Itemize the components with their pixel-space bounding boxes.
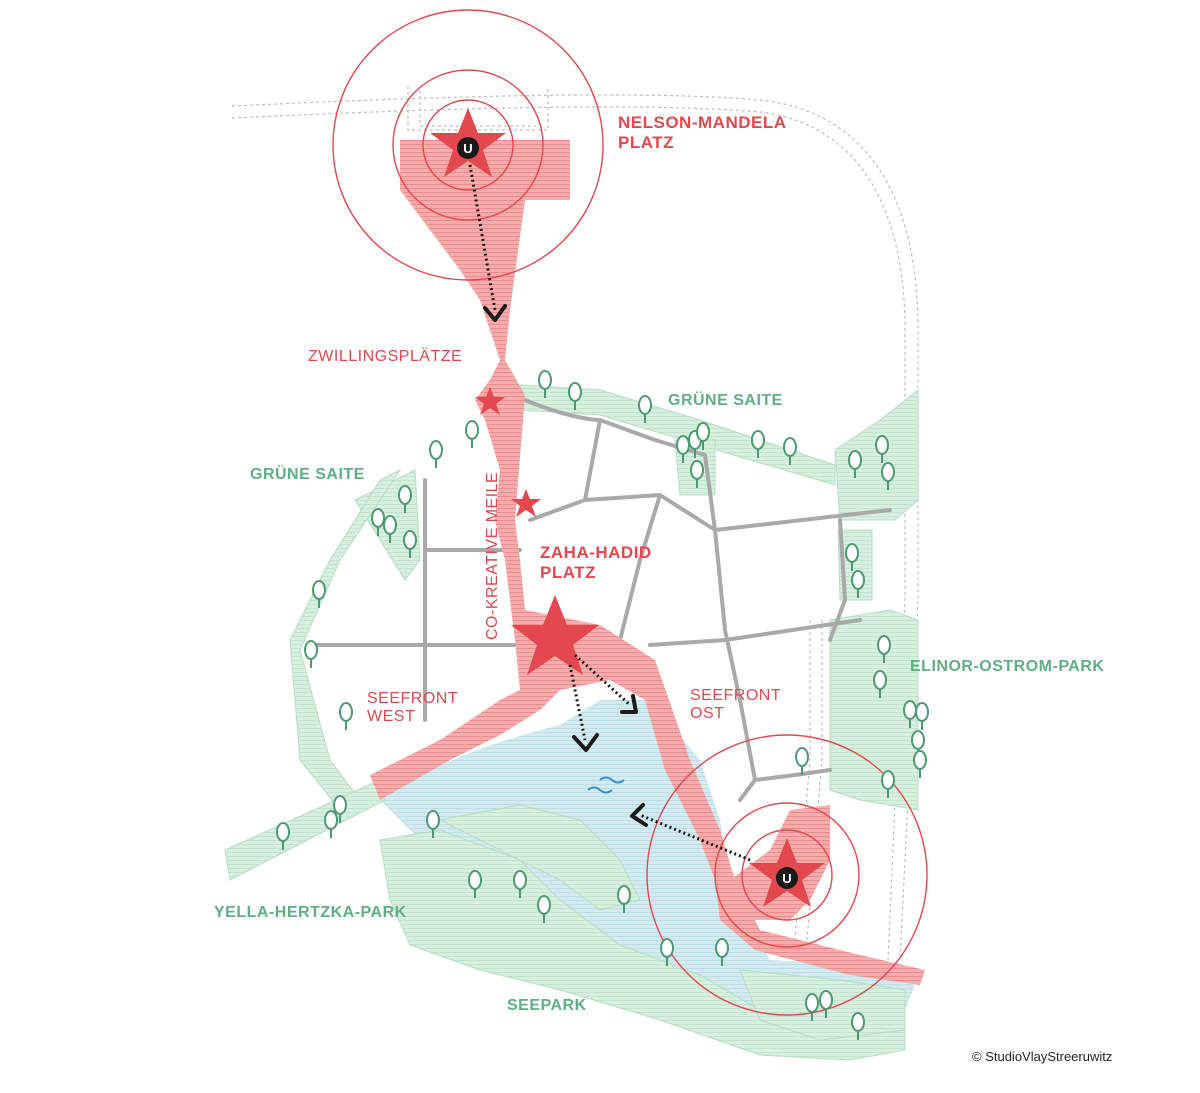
tree-icon: [638, 395, 652, 423]
water-wave-icon: [587, 776, 625, 794]
ubahn-label: U: [463, 141, 472, 156]
street-network: [308, 398, 892, 802]
railway-lines: [231, 86, 919, 1001]
tree-icon: [324, 810, 338, 838]
arrow-icon: [468, 164, 751, 862]
tree-icon: [851, 1012, 865, 1040]
tree-icon: [537, 895, 551, 923]
label-line: SEEFRONT: [367, 690, 459, 707]
star-icon: [475, 387, 505, 415]
arrow-heads: [483, 304, 648, 827]
tree-icon: [429, 440, 443, 468]
catchment-circles-nelson-mandela: [332, 9, 604, 281]
label-line: PLATZ: [618, 132, 675, 152]
trees: [276, 370, 929, 1040]
tree-icon: [339, 702, 353, 730]
tree-icon: [783, 437, 797, 465]
tree-icon: [877, 635, 891, 663]
tree-icon: [915, 702, 929, 730]
tree-icon: [513, 870, 527, 898]
label-line: SEEFRONT: [690, 687, 782, 704]
star-icon: [511, 595, 599, 675]
label-gruene-saite-east: GRÜNE SAITE: [668, 392, 783, 409]
tree-icon: [819, 990, 833, 1018]
label-line: PLATZ: [540, 562, 597, 582]
copyright-credit: © StudioVlayStreeruwitz: [972, 1049, 1113, 1064]
label-zwillingsplaetze: ZWILLINGSPLÄTZE: [308, 348, 463, 365]
tree-icon: [276, 822, 290, 850]
label-line: NELSON-MANDELA: [618, 113, 787, 132]
label-co-kreative-meile: CO-KREATIVE MEILE: [484, 471, 501, 640]
tree-icon: [751, 430, 765, 458]
tree-icon: [881, 462, 895, 490]
tree-icon: [568, 382, 582, 410]
tree-icon: [465, 420, 479, 448]
ubahn-station-icon: U: [457, 137, 479, 159]
ubahn-label: U: [782, 871, 791, 886]
tree-icon: [881, 770, 895, 798]
tree-icon: [333, 795, 347, 823]
tree-icon: [617, 885, 631, 913]
tree-icon: [398, 485, 412, 513]
tree-icon: [312, 580, 326, 608]
tree-icon: [805, 993, 819, 1021]
tree-icon: [845, 543, 859, 571]
tree-icon: [660, 938, 674, 966]
label-gruene-saite-west: GRÜNE SAITE: [250, 466, 365, 483]
tree-icon: [304, 640, 318, 668]
label-elinor-ostrom-park: ELINOR-OSTROM-PARK: [910, 658, 1105, 675]
tree-icon: [875, 435, 889, 463]
tree-icon: [538, 370, 552, 398]
tree-icon: [676, 435, 690, 463]
tree-icon: [696, 422, 710, 450]
label-zaha-hadid-platz: ZAHA-HADID PLATZ: [540, 543, 652, 582]
star-icon: [511, 489, 541, 517]
tree-icon: [795, 747, 809, 775]
tree-icon: [913, 750, 927, 778]
tree-icon: [848, 450, 862, 478]
tree-icon: [371, 508, 385, 536]
ubahn-station-icon: U: [776, 867, 798, 889]
catchment-circles-seefront-ost: [646, 734, 928, 1016]
label-line: OST: [690, 705, 725, 723]
tree-icon: [468, 870, 482, 898]
label-line: WEST: [367, 708, 416, 726]
label-line: ZAHA-HADID: [540, 543, 652, 562]
label-seefront-west: SEEFRONT WEST: [367, 690, 458, 727]
tree-icon: [715, 938, 729, 966]
label-seepark: SEEPARK: [507, 997, 587, 1014]
tree-icon: [426, 810, 440, 838]
tree-icon: [851, 570, 865, 598]
label-nelson-mandela-platz: NELSON-MANDELA PLATZ: [618, 113, 787, 152]
tree-icon: [873, 670, 887, 698]
tree-icon: [690, 460, 704, 488]
tree-icon: [403, 530, 417, 558]
label-yella-hertzka-park: YELLA-HERTZKA-PARK: [214, 904, 407, 921]
tree-icon: [383, 515, 397, 543]
label-seefront-ost: SEEFRONT OST: [690, 687, 781, 724]
